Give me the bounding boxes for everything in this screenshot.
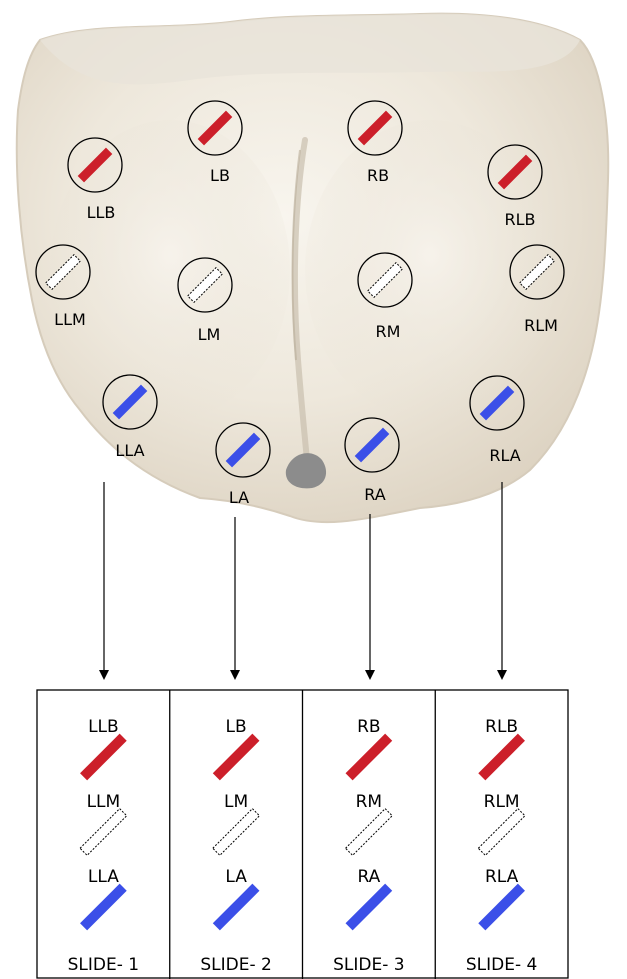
slide-sample-core bbox=[346, 809, 393, 856]
site-label: LLA bbox=[115, 441, 144, 460]
left-lobe-highlight bbox=[50, 120, 290, 420]
arrow-head bbox=[99, 670, 109, 680]
slide-sample-label: RM bbox=[356, 792, 382, 812]
site-label: LLM bbox=[54, 310, 86, 329]
arrow-to-slide-4 bbox=[497, 482, 507, 680]
site-label: RLM bbox=[524, 316, 558, 335]
slide-sample-label: LLM bbox=[87, 792, 121, 812]
slide-sample-core bbox=[80, 884, 127, 931]
slide-sample-core bbox=[80, 809, 127, 856]
slide-3: RB RM RA SLIDE- 3 bbox=[333, 717, 404, 975]
site-label: RLB bbox=[504, 210, 535, 229]
slide-name: SLIDE- 4 bbox=[466, 955, 537, 975]
site-label: LB bbox=[210, 166, 230, 185]
slide-panel: LLB LLM LLA SLIDE- 1 LB LM LA SLIDE- 2 RB RM RA SLI… bbox=[37, 690, 568, 979]
slide-sample-core bbox=[478, 734, 525, 781]
slide-sample-label: RB bbox=[357, 717, 380, 737]
site-label: LLB bbox=[87, 203, 116, 222]
site-label: LM bbox=[198, 325, 221, 344]
site-label: RA bbox=[364, 485, 385, 504]
slide-sample-label: LB bbox=[226, 717, 247, 737]
slide-sample-core bbox=[213, 734, 260, 781]
site-label: RLA bbox=[489, 446, 520, 465]
slide-sample-core bbox=[478, 884, 525, 931]
slide-2: LB LM LA SLIDE- 2 bbox=[200, 717, 271, 975]
slide-name: SLIDE- 3 bbox=[333, 955, 404, 975]
arrow-to-slide-3 bbox=[365, 514, 375, 680]
slide-sample-core bbox=[346, 884, 393, 931]
arrow-to-slide-2 bbox=[230, 517, 240, 680]
site-label: LA bbox=[229, 488, 249, 507]
slide-sample-core bbox=[213, 884, 260, 931]
slide-sample-label: RLB bbox=[485, 717, 518, 737]
site-label: RB bbox=[367, 166, 389, 185]
slide-sample-core bbox=[346, 734, 393, 781]
arrow-head bbox=[365, 670, 375, 680]
arrow-head bbox=[497, 670, 507, 680]
slide-sample-label: RA bbox=[357, 867, 380, 887]
slide-sample-label: LLB bbox=[88, 717, 119, 737]
site-label: RM bbox=[376, 322, 401, 341]
slide-sample-core bbox=[213, 809, 260, 856]
slide-sample-label: RLM bbox=[484, 792, 520, 812]
slide-sample-label: LLA bbox=[88, 867, 119, 887]
slide-sample-label: LM bbox=[224, 792, 248, 812]
slide-sample-core bbox=[80, 734, 127, 781]
slide-name: SLIDE- 1 bbox=[68, 955, 139, 975]
slide-name: SLIDE- 2 bbox=[200, 955, 271, 975]
arrow-to-slide-1 bbox=[99, 482, 109, 680]
slide-sample-label: RLA bbox=[485, 867, 519, 887]
slide-4: RLB RLM RLA SLIDE- 4 bbox=[466, 717, 537, 975]
slide-sample-core bbox=[478, 809, 525, 856]
slide-sample-label: LA bbox=[225, 867, 247, 887]
slide-1: LLB LLM LLA SLIDE- 1 bbox=[68, 717, 139, 975]
arrow-head bbox=[230, 670, 240, 680]
